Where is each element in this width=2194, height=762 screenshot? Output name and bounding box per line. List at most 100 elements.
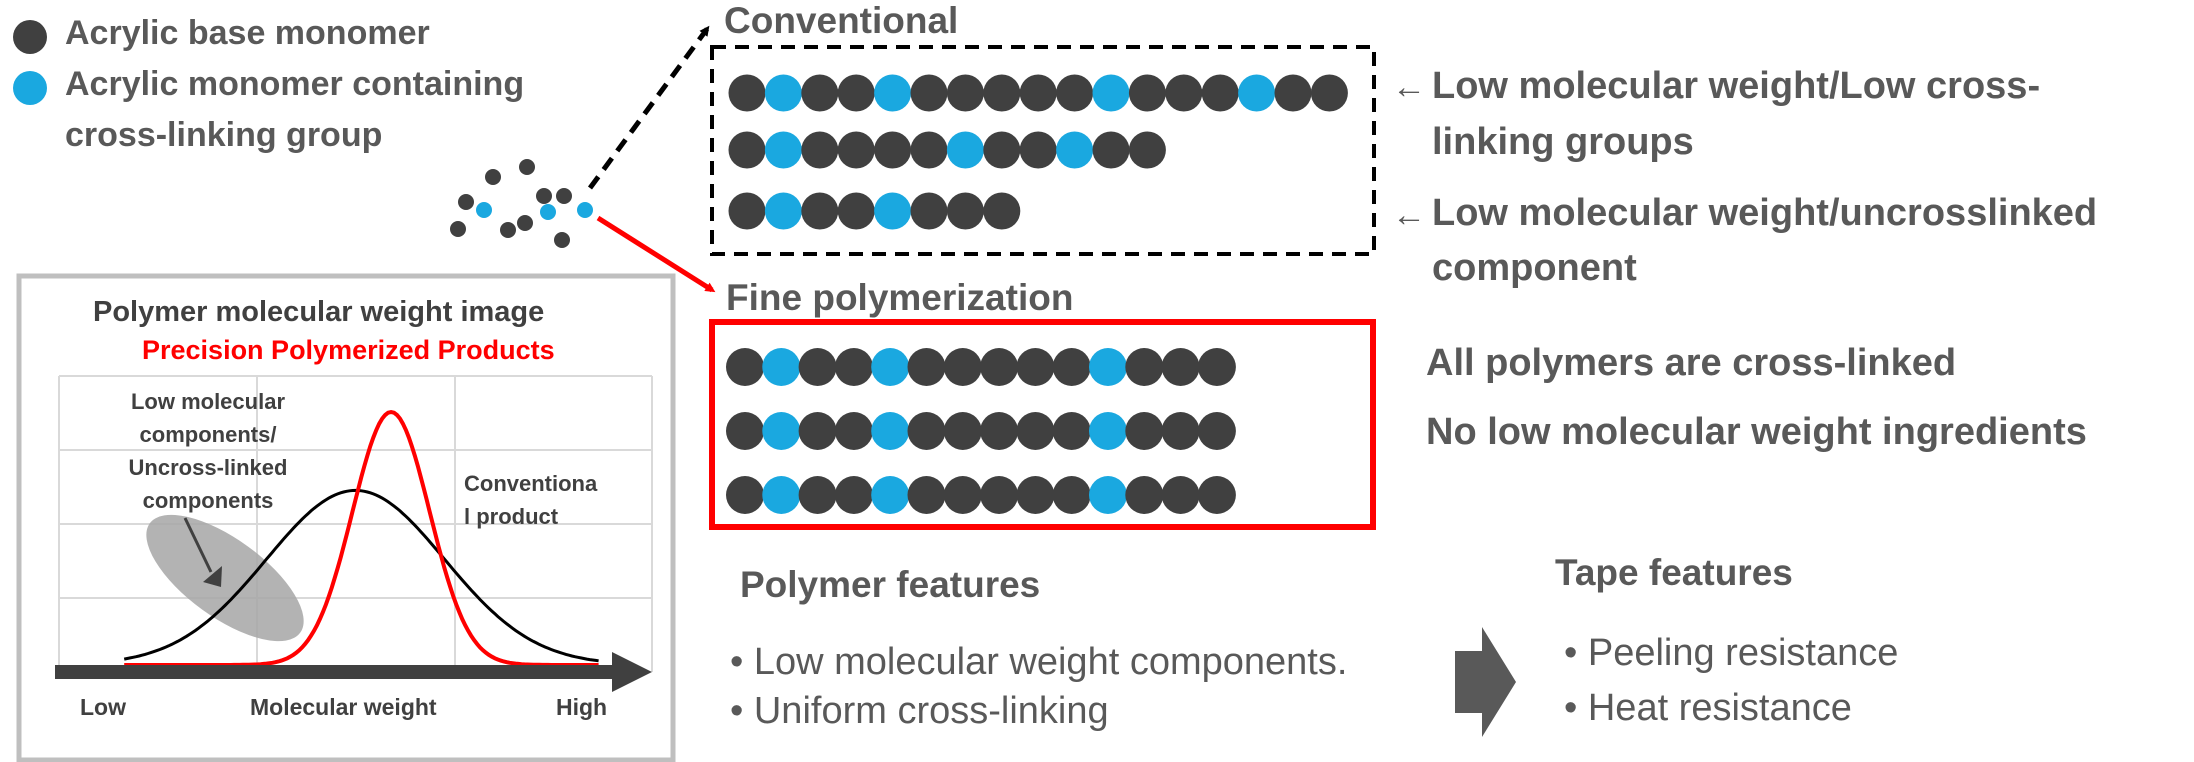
- base-monomer: [834, 412, 873, 450]
- conventional-note1-line1: Low molecular weight/Low cross-: [1432, 65, 2041, 107]
- base-monomer: [798, 348, 837, 386]
- base-monomer: [1125, 476, 1164, 514]
- base-monomer: [943, 412, 982, 450]
- base-monomer: [1016, 348, 1055, 386]
- base-monomer: [728, 131, 766, 169]
- base-monomer: [907, 348, 946, 386]
- base-monomer: [1052, 412, 1091, 450]
- polymer-feature-item: • Low molecular weight components.: [730, 641, 1348, 683]
- base-monomer: [1056, 74, 1094, 112]
- base-monomer: [801, 74, 839, 112]
- crosslink-monomer: [762, 412, 801, 450]
- base-monomer: [1016, 412, 1055, 450]
- crosslink-monomer: [871, 348, 910, 386]
- polymer-feature-item: • Uniform cross-linking: [730, 690, 1109, 732]
- base-monomer: [1052, 476, 1091, 514]
- base-monomer: [728, 192, 766, 230]
- base-monomer: [1128, 74, 1166, 112]
- base-monomer: [726, 476, 764, 514]
- conventional-note2-line1: Low molecular weight/uncrosslinked: [1432, 192, 2098, 234]
- base-monomer: [1197, 476, 1236, 514]
- fine-box: [709, 319, 1376, 530]
- conventional-title: Conventional: [724, 0, 959, 41]
- legend-crosslink-label-line2: cross-linking group: [65, 116, 383, 154]
- annotation-conventional-line: Conventiona: [464, 471, 598, 496]
- low-mw-region: [146, 514, 304, 642]
- base-monomer: [837, 74, 875, 112]
- conventional-note2-line2: component: [1432, 247, 1637, 289]
- base-monomer: [1016, 476, 1055, 514]
- conventional-box: [710, 45, 1376, 256]
- legend-crosslink-label-line1: Acrylic monomer containing: [65, 65, 525, 103]
- legend-crosslink-dot: [13, 71, 47, 105]
- base-monomer: [1128, 131, 1166, 169]
- crosslink-monomer: [874, 192, 912, 230]
- crosslink-monomer: [874, 74, 912, 112]
- base-monomer: [801, 131, 839, 169]
- chart-frame: [16, 273, 676, 762]
- base-monomer: [1125, 348, 1164, 386]
- x-axis-low-label: Low: [80, 694, 126, 720]
- base-monomer: [726, 348, 764, 386]
- tape-features-title: Tape features: [1555, 552, 1793, 593]
- base-monomer: [1125, 412, 1164, 450]
- base-monomer: [1019, 74, 1057, 112]
- crosslink-monomer: [1089, 412, 1127, 450]
- base-monomer: [1310, 74, 1348, 112]
- base-monomer: [874, 131, 912, 169]
- annotation-conventional-line: l product: [464, 504, 559, 529]
- x-axis-arrowhead: [612, 652, 652, 692]
- crosslink-monomer: [1089, 348, 1127, 386]
- legend-base-dot: [13, 20, 47, 54]
- base-monomer: [1161, 348, 1200, 386]
- base-monomer: [1019, 131, 1057, 169]
- x-axis-high-label: High: [556, 694, 608, 720]
- x-axis-title: Molecular weight: [250, 694, 437, 720]
- polymer-features-title: Polymer features: [740, 564, 1041, 605]
- fine-note2: No low molecular weight ingredients: [1426, 411, 2087, 453]
- annotation-arrowhead: [203, 566, 222, 587]
- annotation-conventional: Conventiona l product: [464, 467, 597, 533]
- crosslink-monomer: [762, 476, 801, 514]
- base-monomer: [943, 348, 982, 386]
- base-monomer: [1201, 74, 1239, 112]
- base-monomer: [946, 192, 984, 230]
- conventional-note2-arrow: ←: [1392, 196, 1426, 234]
- crosslink-monomer: [1092, 74, 1130, 112]
- crosslink-monomer: [764, 131, 802, 169]
- base-monomer: [1274, 74, 1312, 112]
- base-monomer: [798, 412, 837, 450]
- base-monomer: [834, 476, 873, 514]
- base-monomer: [726, 412, 764, 450]
- conventional-curve: [123, 488, 599, 663]
- crosslink-monomer: [871, 476, 910, 514]
- base-monomer: [801, 192, 839, 230]
- legend-base-label: Acrylic base monomer: [65, 14, 430, 52]
- fine-arrow: [596, 215, 716, 293]
- annotation-arrow: [183, 517, 213, 573]
- base-monomer: [1161, 476, 1200, 514]
- base-monomer: [980, 348, 1019, 386]
- crosslink-monomer: [764, 192, 802, 230]
- x-axis-bar: [55, 665, 615, 679]
- base-monomer: [983, 131, 1021, 169]
- base-monomer: [907, 412, 946, 450]
- base-monomer: [980, 412, 1019, 450]
- base-monomer: [946, 74, 984, 112]
- base-monomer: [1165, 74, 1203, 112]
- base-monomer: [910, 192, 948, 230]
- base-monomer: [910, 74, 948, 112]
- base-monomer: [1197, 412, 1236, 450]
- base-monomer: [1092, 131, 1130, 169]
- annotation-low-mw: Low molecular components/ Uncross-linked…: [108, 385, 308, 517]
- crosslink-monomer: [1089, 476, 1127, 514]
- crosslink-monomer: [946, 131, 984, 169]
- base-monomer: [798, 476, 837, 514]
- crosslink-monomer: [762, 348, 801, 386]
- fine-chains: [726, 348, 1236, 514]
- crosslink-monomer: [764, 74, 802, 112]
- base-monomer: [1197, 348, 1236, 386]
- conventional-chains: [728, 74, 1348, 230]
